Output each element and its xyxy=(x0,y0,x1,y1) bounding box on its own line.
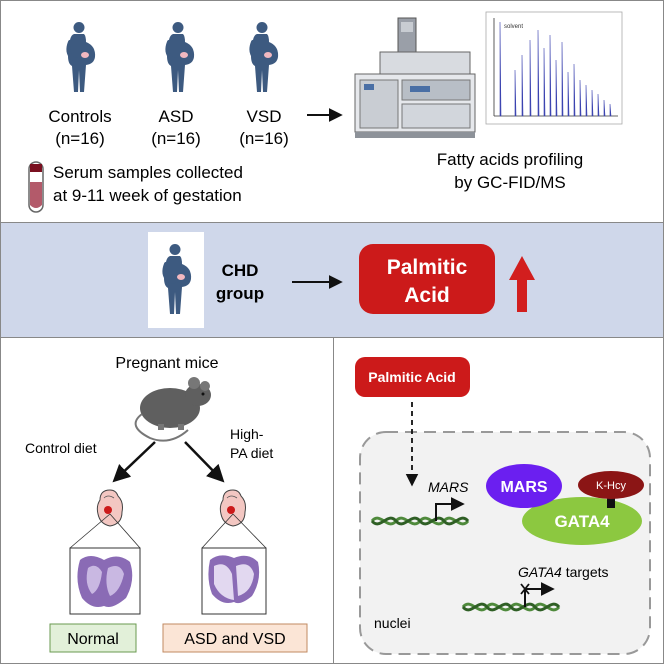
k-hcy-label: K-Hcy xyxy=(596,480,626,492)
lysine-link xyxy=(607,496,615,508)
group-label: ASD xyxy=(159,107,194,126)
gata4-targets-label: GATA4 targets xyxy=(518,564,609,580)
gata4-protein xyxy=(522,497,642,545)
profiling-text: Fatty acids profiling xyxy=(437,150,583,169)
nuclei-label: nuclei xyxy=(374,615,411,631)
profiling-text: by GC-FID/MS xyxy=(454,173,565,192)
arrow-icon xyxy=(112,441,156,483)
group-label: Controls xyxy=(48,107,111,126)
serum-text: at 9-11 week of gestation xyxy=(53,186,242,205)
promoter-arrow-icon xyxy=(435,497,465,521)
chromatogram: solvent xyxy=(485,11,623,125)
group-count: (n=16) xyxy=(239,129,289,148)
serum-text: Serum samples collected xyxy=(53,163,243,182)
gata4-protein-label: GATA4 xyxy=(554,512,610,531)
nucleus-outline xyxy=(359,431,651,655)
mars-gene-label: MARS xyxy=(428,479,469,495)
blocked-icon xyxy=(520,583,530,595)
dna-helix-icon xyxy=(461,602,561,612)
control-diet-label: Control diet xyxy=(25,440,97,456)
palmitic-acid-label: Palmitic Acid xyxy=(368,369,455,385)
mars-protein-label: MARS xyxy=(500,479,547,496)
palmitic-acid-label: Palmitic xyxy=(387,256,468,279)
group-label: VSD xyxy=(247,107,282,126)
palmitic-acid-box xyxy=(355,357,470,397)
normal-outcome-label: Normal xyxy=(67,631,119,648)
arrow-icon xyxy=(184,441,225,483)
middle-panel xyxy=(0,222,664,338)
defect-outcome-label: ASD and VSD xyxy=(184,631,285,648)
palmitic-acid-box xyxy=(359,244,495,314)
high-pa-diet-label: High- xyxy=(230,426,264,442)
group-count: (n=16) xyxy=(151,129,201,148)
high-pa-diet-label: PA diet xyxy=(230,445,273,461)
chd-group-label: CHD xyxy=(222,261,259,280)
bottom-left-panel xyxy=(0,337,334,664)
normal-outcome-badge xyxy=(49,623,137,653)
mars-protein xyxy=(486,464,562,508)
mouse-icon xyxy=(134,377,211,442)
group-count: (n=16) xyxy=(55,129,105,148)
chromatogram-label: solvent xyxy=(504,24,523,30)
defect-heart-section xyxy=(201,547,267,615)
gc-ms-instrument-icon xyxy=(354,17,476,138)
normal-heart-section xyxy=(69,547,141,615)
palmitic-acid-label: Acid xyxy=(404,284,450,307)
up-arrow-icon xyxy=(509,256,535,312)
pregnant-mice-title: Pregnant mice xyxy=(115,355,218,372)
k-hcy-modification xyxy=(578,471,644,499)
blood-tube-icon xyxy=(28,161,44,213)
dna-helix-icon xyxy=(370,516,470,526)
chd-group-label: group xyxy=(216,284,264,303)
defect-outcome-badge xyxy=(162,623,308,653)
